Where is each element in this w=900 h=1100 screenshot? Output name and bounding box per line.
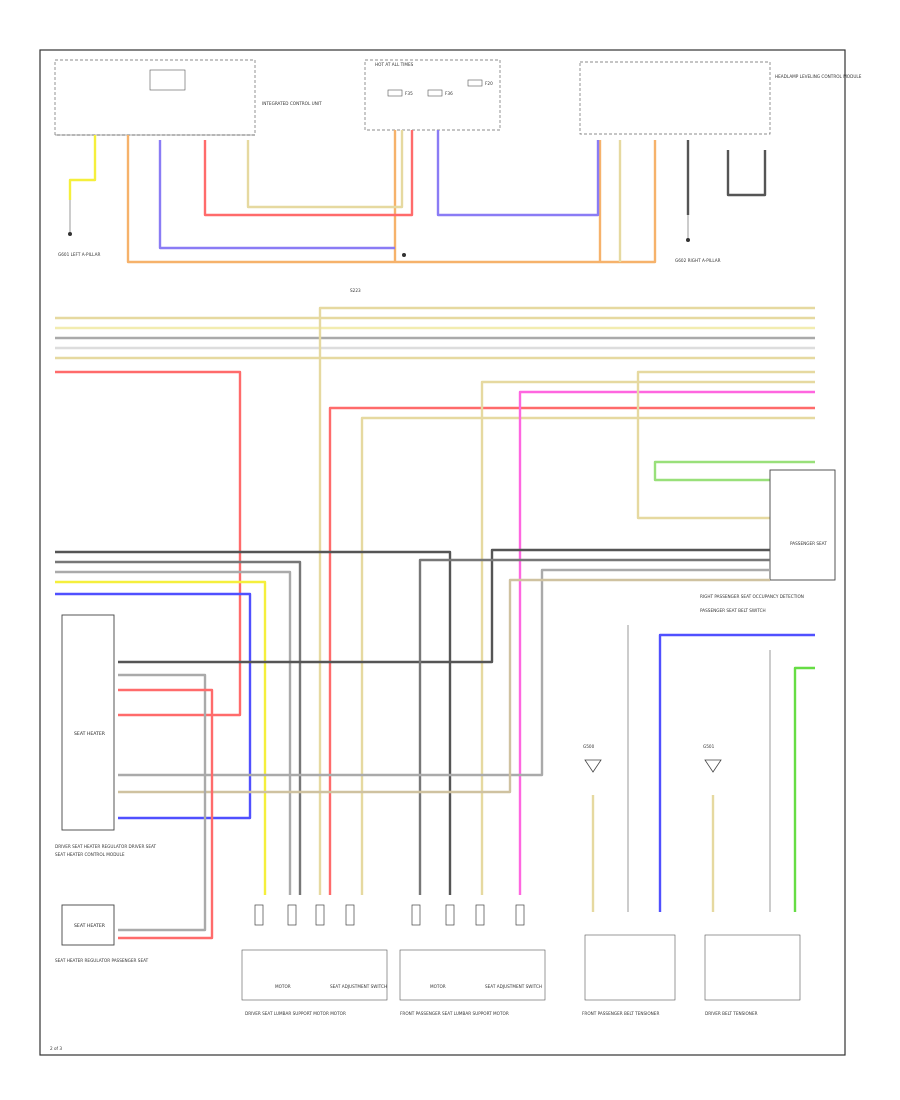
connector-right-label: PASSENGER SEAT BELT SWITCH [700,608,766,613]
switch-a-label: SEAT ADJUSTMENT SWITCH [330,984,387,989]
splice-top [402,253,406,257]
wire-orange-main [126,135,657,264]
lower-blue [55,592,252,820]
wire-dark-loop [726,150,767,197]
headlamp-module-box [579,61,771,135]
bottom-box-3 [584,934,676,1001]
svg-text:G602 RIGHT A-PILLAR: G602 RIGHT A-PILLAR [675,258,721,263]
bus-tan-4 [636,370,815,520]
bottom-caption-1: DRIVER SEAT LUMBAR SUPPORT MOTOR MOTOR [245,1011,346,1016]
integrated-control-unit-label: INTEGRATED CONTROL UNIT [262,101,322,106]
fuse-b-symbol [427,89,443,97]
motor-label-1: MOTOR [275,984,291,989]
fuse-c-symbol [467,79,483,87]
bottom-box-2 [399,949,546,1001]
svg-text:G500: G500 [583,744,595,749]
small-module-caption: SEAT HEATER REGULATOR PASSENGER SEAT [55,958,149,963]
page-label: 2 of 3 [50,1046,62,1051]
lower-red-small [118,688,214,940]
fuse-a-label: F35 [405,91,413,96]
wire-violet-1 [158,140,395,250]
headlamp-module-label: HEADLAMP LEVELING CONTROL MODULE [775,74,862,79]
switch-b-label: SEAT ADJUSTMENT SWITCH [485,984,542,989]
bus-red-right [328,406,815,895]
ground-right: G602 RIGHT A-PILLAR [675,215,721,263]
fuse-block-box [364,59,501,131]
bottom-caption-4: DRIVER BELT TENSIONER [705,1011,758,1016]
fuse-a-symbol [387,89,403,97]
lower-grey-left [118,673,207,932]
wire-green-right [793,666,815,912]
bus-yellow-right [360,416,815,895]
small-module-box [61,904,115,946]
lower-dark [55,560,302,895]
bus-tan-3 [480,380,815,895]
fuse-c-label: F20 [485,81,493,86]
left-module-name: SEAT HEATER [74,731,106,737]
motor-label-2: MOTOR [430,984,446,989]
connector-row [254,904,525,926]
right-module-label: RIGHT PASSENGER SEAT OCCUPANCY DETECTION [700,594,804,599]
fuse-block-title: HOT AT ALL TIMES [375,62,414,67]
bottom-caption-2: FRONT PASSENGER SEAT LUMBAR SUPPORT MOTO… [400,1011,509,1016]
wire-blue-right [658,633,815,912]
splice-top-label: S223 [350,288,361,293]
bus-pink [518,390,815,895]
right-bottom-wires [591,625,815,912]
lower-right-black [118,548,770,664]
lower-grey [55,570,292,895]
integrated-control-unit-box [54,59,256,136]
wire-tan-1 [246,130,404,209]
wire-yellow-1 [68,135,97,200]
lower-right-grey [118,568,770,777]
small-module-name: SEAT HEATER [74,923,106,929]
left-module-title: SEAT HEATER CONTROL MODULE [55,852,125,857]
bottom-caption-3: FRONT PASSENGER BELT TENSIONER [582,1011,659,1016]
ground-mid1: G500 [583,744,602,773]
lower-black [55,550,452,895]
lower-yellow [55,580,267,895]
left-module-caption: DRIVER SEAT HEATER REGULATOR DRIVER SEAT [55,844,157,849]
svg-text:G601 LEFT A-PILLAR: G601 LEFT A-PILLAR [58,252,100,257]
bus-green [653,460,815,482]
wire-red-1 [203,130,414,217]
bottom-box-4 [704,934,801,1001]
fuse-b-label: F36 [445,91,453,96]
bottom-box-1 [241,949,388,1001]
svg-text:G501: G501 [703,744,715,749]
right-module-box [769,469,836,581]
lower-bus [55,548,770,940]
center-module-label: PASSENGER SEAT [790,541,827,546]
ground-left: G601 LEFT A-PILLAR [58,200,100,257]
lower-right-dark [418,558,770,895]
integrated-control-unit-inner [149,69,186,91]
middle-bus [55,306,815,895]
bus-tan-drop [318,306,815,895]
bus-red-left [55,370,242,717]
left-module-box [61,614,115,831]
ground-mid2: G501 [703,744,722,773]
lower-right-tan [118,578,770,794]
wire-violet-2 [436,130,600,217]
diagram-frame [39,49,846,1056]
top-wires [68,130,767,264]
